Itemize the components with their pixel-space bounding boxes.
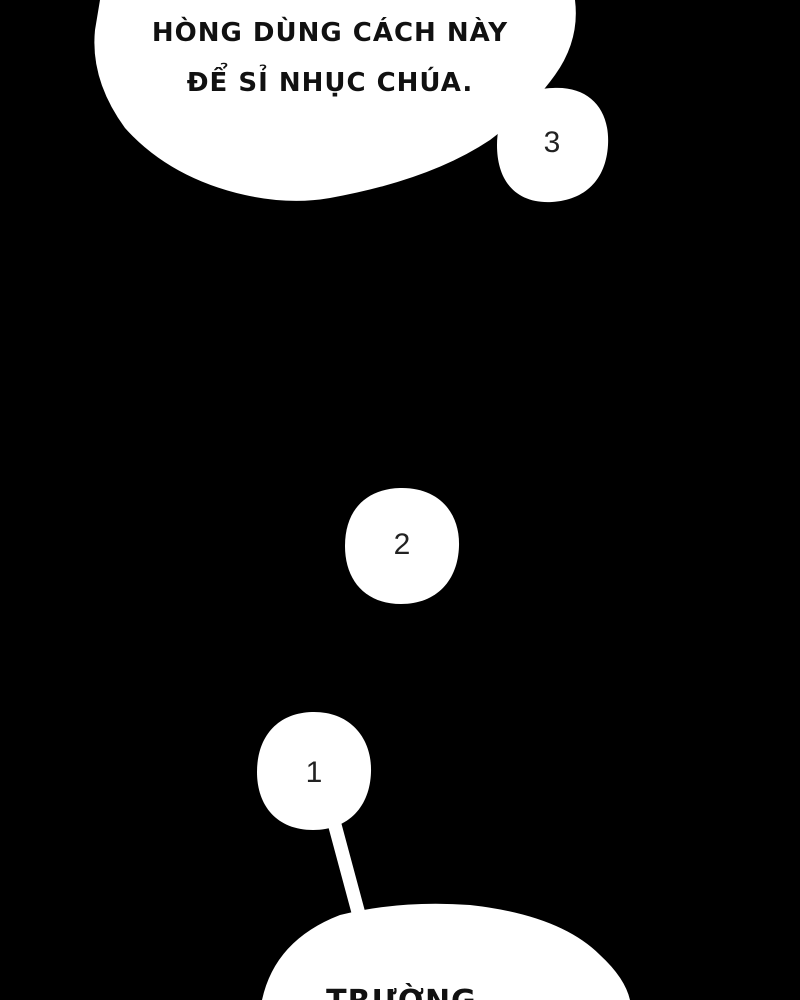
bubble-1-tail xyxy=(327,822,366,915)
top-bubble-line-1: HÒNG DÙNG CÁCH NÀY xyxy=(151,18,509,48)
bubble-1 xyxy=(257,711,372,830)
bubble-3-number: 3 xyxy=(543,126,561,159)
top-bubble-text: HÒNG DÙNG CÁCH NÀY ĐỂ SỈ NHỤC CHÚA. xyxy=(120,8,540,108)
bottom-speech-bubble xyxy=(262,903,630,1000)
bubble-2 xyxy=(345,487,460,604)
bubble-1-number: 1 xyxy=(305,756,323,789)
top-bubble-line-2: ĐỂ SỈ NHỤC CHÚA. xyxy=(186,68,474,98)
top-speech-bubble xyxy=(94,0,576,201)
bubble-3 xyxy=(497,87,609,203)
bubble-2-number: 2 xyxy=(393,528,411,561)
bottom-bubble-text: TRƯỜNG... xyxy=(300,982,540,1000)
